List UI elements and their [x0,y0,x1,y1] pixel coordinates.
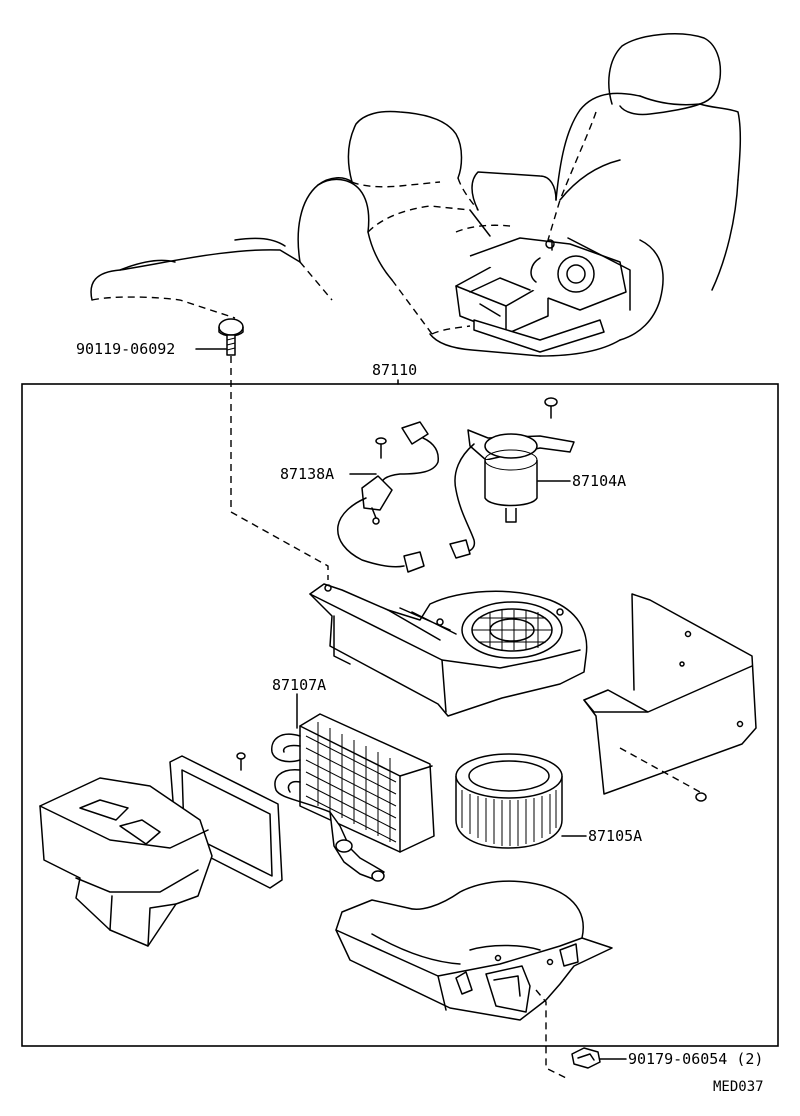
nut-90179-06054 [571,1047,627,1069]
label-motor-87104A: 87104A [572,472,626,490]
blower-fan-87105A [455,753,587,849]
installed-blower-unit [455,237,631,353]
rear-seats-illustration [90,33,742,357]
side-cover-panel [583,593,757,802]
label-heater-core-87107A: 87107A [272,676,326,694]
air-duct [39,777,213,947]
blower-case-lower [335,880,613,1079]
blower-case-upper [309,583,588,717]
label-assembly-87110: 87110 [372,361,417,379]
blower-motor-87104A [449,397,575,559]
label-fan-87105A: 87105A [588,827,642,845]
wire-harness-87138A [337,421,439,573]
diagram-code: MED037 [713,1079,764,1095]
assembly-frame [21,383,779,1047]
label-bolt-90119-06092: 90119-06092 [76,340,175,358]
heater-core-87107A [236,713,435,882]
label-nut-90179-06054: 90179-06054 (2) [628,1050,763,1068]
bolt-90119-06092 [195,318,329,580]
label-harness-87138A: 87138A [280,465,334,483]
